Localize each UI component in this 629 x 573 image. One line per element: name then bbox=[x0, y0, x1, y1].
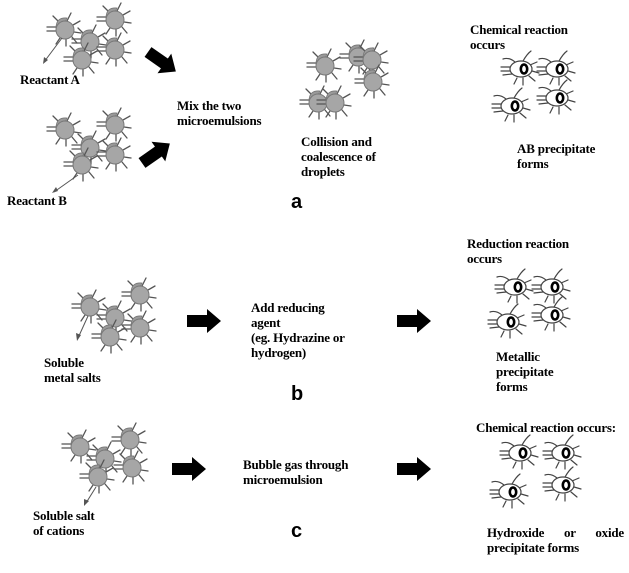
reverse-micelle-droplet-icon bbox=[46, 12, 82, 47]
micelle-with-precipitate-icon bbox=[530, 267, 572, 305]
reverse-micelle-droplet-icon bbox=[121, 310, 157, 345]
reverse-micelle-droplet-icon bbox=[61, 429, 97, 464]
pointer-arrowhead-icon bbox=[84, 499, 89, 506]
chemical-reaction-label: Chemical reaction occurs bbox=[470, 22, 568, 52]
coalescing-droplets bbox=[299, 39, 390, 120]
hydroxide-precipitate-droplets bbox=[488, 433, 583, 510]
micelle-with-precipitate-icon bbox=[541, 433, 583, 471]
reverse-micelle-droplet-icon bbox=[96, 107, 132, 142]
reverse-micelle-droplet-icon bbox=[46, 112, 82, 147]
pointer-arrowhead-icon bbox=[52, 187, 58, 193]
pointer-arrowhead-icon bbox=[43, 57, 48, 64]
reactant-a-droplet-cluster bbox=[43, 2, 132, 77]
micelle-with-precipitate-icon bbox=[499, 49, 541, 87]
reverse-micelle-droplet-icon bbox=[96, 137, 132, 172]
micelle-with-precipitate-icon bbox=[490, 86, 532, 124]
block-arrow-up-right-icon bbox=[135, 133, 177, 173]
metal-salts-label: Soluble metal salts bbox=[44, 355, 101, 385]
micelle-with-precipitate-icon bbox=[486, 302, 528, 340]
droplet-size-pointer bbox=[77, 315, 89, 339]
reactant-b-label: Reactant B bbox=[7, 193, 67, 208]
droplet-size-pointer bbox=[43, 37, 63, 63]
ab-precipitate-label: AB precipitate forms bbox=[517, 141, 596, 171]
chemical-reaction-label: Chemical reaction occurs: bbox=[476, 420, 616, 435]
metallic-precipitate-label: Metallic precipitate forms bbox=[496, 349, 554, 394]
reactant-b-droplet-cluster bbox=[46, 107, 132, 193]
reactant-a-label: Reactant A bbox=[20, 72, 80, 87]
bubble-gas-step-label: Bubble gas through microemulsion bbox=[243, 457, 349, 487]
reverse-micelle-droplet-icon bbox=[113, 450, 149, 485]
panel-label-b: b bbox=[291, 383, 304, 405]
block-arrow-right-icon bbox=[172, 457, 206, 481]
droplet-size-pointer bbox=[53, 174, 79, 193]
panel-label-c: c bbox=[291, 520, 303, 542]
micelle-with-precipitate-icon bbox=[498, 433, 540, 471]
ab-precipitate-droplets bbox=[490, 49, 577, 124]
block-arrow-right-icon bbox=[397, 457, 431, 481]
micelle-with-precipitate-icon bbox=[541, 465, 583, 503]
reducing-agent-step-label: Add reducing agent (eg. Hydrazine or hyd… bbox=[251, 300, 345, 360]
block-arrow-right-icon bbox=[187, 309, 221, 333]
block-arrow-right-icon bbox=[397, 309, 431, 333]
reverse-micelle-droplet-icon bbox=[96, 32, 132, 67]
micelle-with-precipitate-icon bbox=[488, 472, 530, 510]
reverse-micelle-droplet-icon bbox=[71, 289, 107, 324]
reverse-micelle-droplet-icon bbox=[96, 2, 132, 37]
mix-step-label: Mix the two microemulsions bbox=[177, 98, 262, 128]
droplet-size-pointer bbox=[85, 486, 97, 504]
coalescence-label: Collision and coalescence of droplets bbox=[301, 134, 376, 179]
reverse-micelle-droplet-icon bbox=[354, 64, 390, 99]
cation-salt-label: Soluble salt of cations bbox=[33, 508, 95, 538]
micelle-with-precipitate-icon bbox=[535, 49, 577, 87]
reduction-reaction-label: Reduction reaction occurs bbox=[467, 236, 569, 266]
cation-salt-droplet-cluster bbox=[61, 422, 149, 506]
micelle-with-precipitate-icon bbox=[493, 267, 535, 305]
metallic-precipitate-droplets bbox=[486, 267, 572, 340]
block-arrow-down-right-icon bbox=[141, 42, 183, 82]
micelle-with-precipitate-icon bbox=[535, 78, 577, 116]
reverse-micelle-droplet-icon bbox=[306, 48, 342, 83]
pointer-arrowhead-icon bbox=[76, 333, 81, 341]
reverse-micelle-droplet-icon bbox=[121, 277, 157, 312]
metal-salt-droplet-cluster bbox=[71, 277, 157, 354]
micelle-with-precipitate-icon bbox=[530, 295, 572, 333]
panel-label-a: a bbox=[291, 191, 303, 213]
hydroxide-precipitate-label: Hydroxide or oxide precipitate forms bbox=[487, 525, 624, 555]
